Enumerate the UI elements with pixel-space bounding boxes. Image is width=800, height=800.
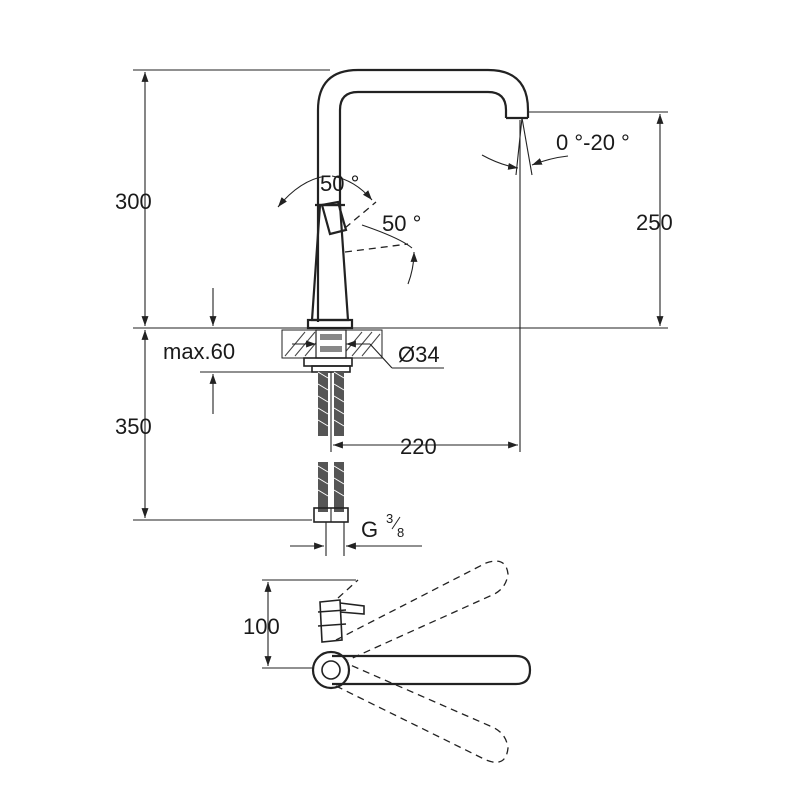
dim-lever-angle: 50 °	[361, 211, 421, 285]
label-thread-den: 8	[397, 525, 404, 540]
label-220: 220	[400, 434, 437, 459]
dim-plan-offset: 100	[243, 579, 356, 669]
label-100: 100	[243, 614, 280, 639]
dim-spout-tilt: 0 °-20 °	[481, 117, 630, 176]
dim-handle-angle: 50 °	[277, 171, 373, 208]
dim-max-deck: max.60	[163, 288, 312, 414]
dim-height-above-deck: 300	[115, 69, 330, 326]
label-diameter: Ø34	[398, 342, 440, 367]
plan-view	[311, 560, 532, 763]
faucet-body	[306, 68, 530, 330]
label-handle-50: 50 °	[320, 171, 359, 196]
dim-hole-diameter: Ø34	[292, 340, 444, 369]
label-lever-50: 50 °	[382, 211, 421, 236]
label-thread-num: 3	[386, 511, 393, 526]
label-350: 350	[115, 414, 152, 439]
label-max60: max.60	[163, 339, 235, 364]
dim-hose-length: 350	[115, 330, 312, 521]
mounting-shank	[303, 357, 353, 523]
label-300: 300	[115, 189, 152, 214]
dim-thread: G 3 8	[290, 511, 422, 556]
label-tilt: 0 °-20 °	[556, 130, 630, 155]
dim-spout-height: 250	[528, 111, 673, 326]
label-250: 250	[636, 210, 673, 235]
label-thread-g: G	[361, 517, 378, 542]
dim-spout-reach: 220	[330, 120, 521, 459]
